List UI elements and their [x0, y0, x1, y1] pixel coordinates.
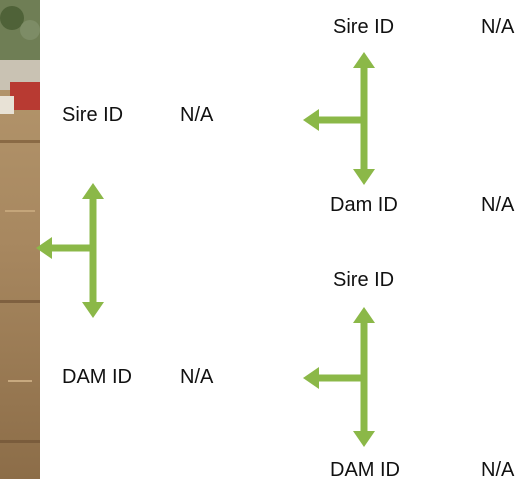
horizontal-branch: [52, 244, 97, 252]
horizontal-branch: [319, 374, 368, 382]
up-arrowhead: [353, 52, 375, 68]
maternal-granddam-id-label: DAM ID: [330, 459, 400, 479]
parent-connector-arrow: [36, 183, 104, 318]
maternal-connector-arrow: [303, 307, 375, 447]
paternal-grandsire-id-label: Sire ID: [333, 16, 395, 38]
paternal-granddam-id-label: Dam ID: [330, 194, 398, 216]
sire-id-value: N/A: [180, 104, 214, 126]
up-arrowhead: [353, 307, 375, 323]
down-arrowhead: [82, 302, 104, 318]
paternal-connector-arrow: [303, 52, 375, 185]
sire-id-label: Sire ID: [62, 104, 124, 126]
left-arrowhead: [303, 109, 319, 131]
horizontal-branch: [319, 116, 368, 124]
left-arrowhead: [36, 237, 52, 259]
down-arrowhead: [353, 169, 375, 185]
up-arrowhead: [82, 183, 104, 199]
left-arrowhead: [303, 367, 319, 389]
dam-id-label: DAM ID: [62, 366, 132, 388]
dam-id-value: N/A: [180, 366, 214, 388]
paternal-grandsire-id-value: N/A: [481, 16, 515, 38]
animal-photo: [0, 0, 40, 479]
animal-photo-image: [0, 0, 40, 479]
maternal-grandsire-id-label: Sire ID: [333, 269, 395, 291]
maternal-granddam-id-value: N/A: [481, 459, 515, 479]
down-arrowhead: [353, 431, 375, 447]
paternal-granddam-id-value: N/A: [481, 194, 515, 216]
